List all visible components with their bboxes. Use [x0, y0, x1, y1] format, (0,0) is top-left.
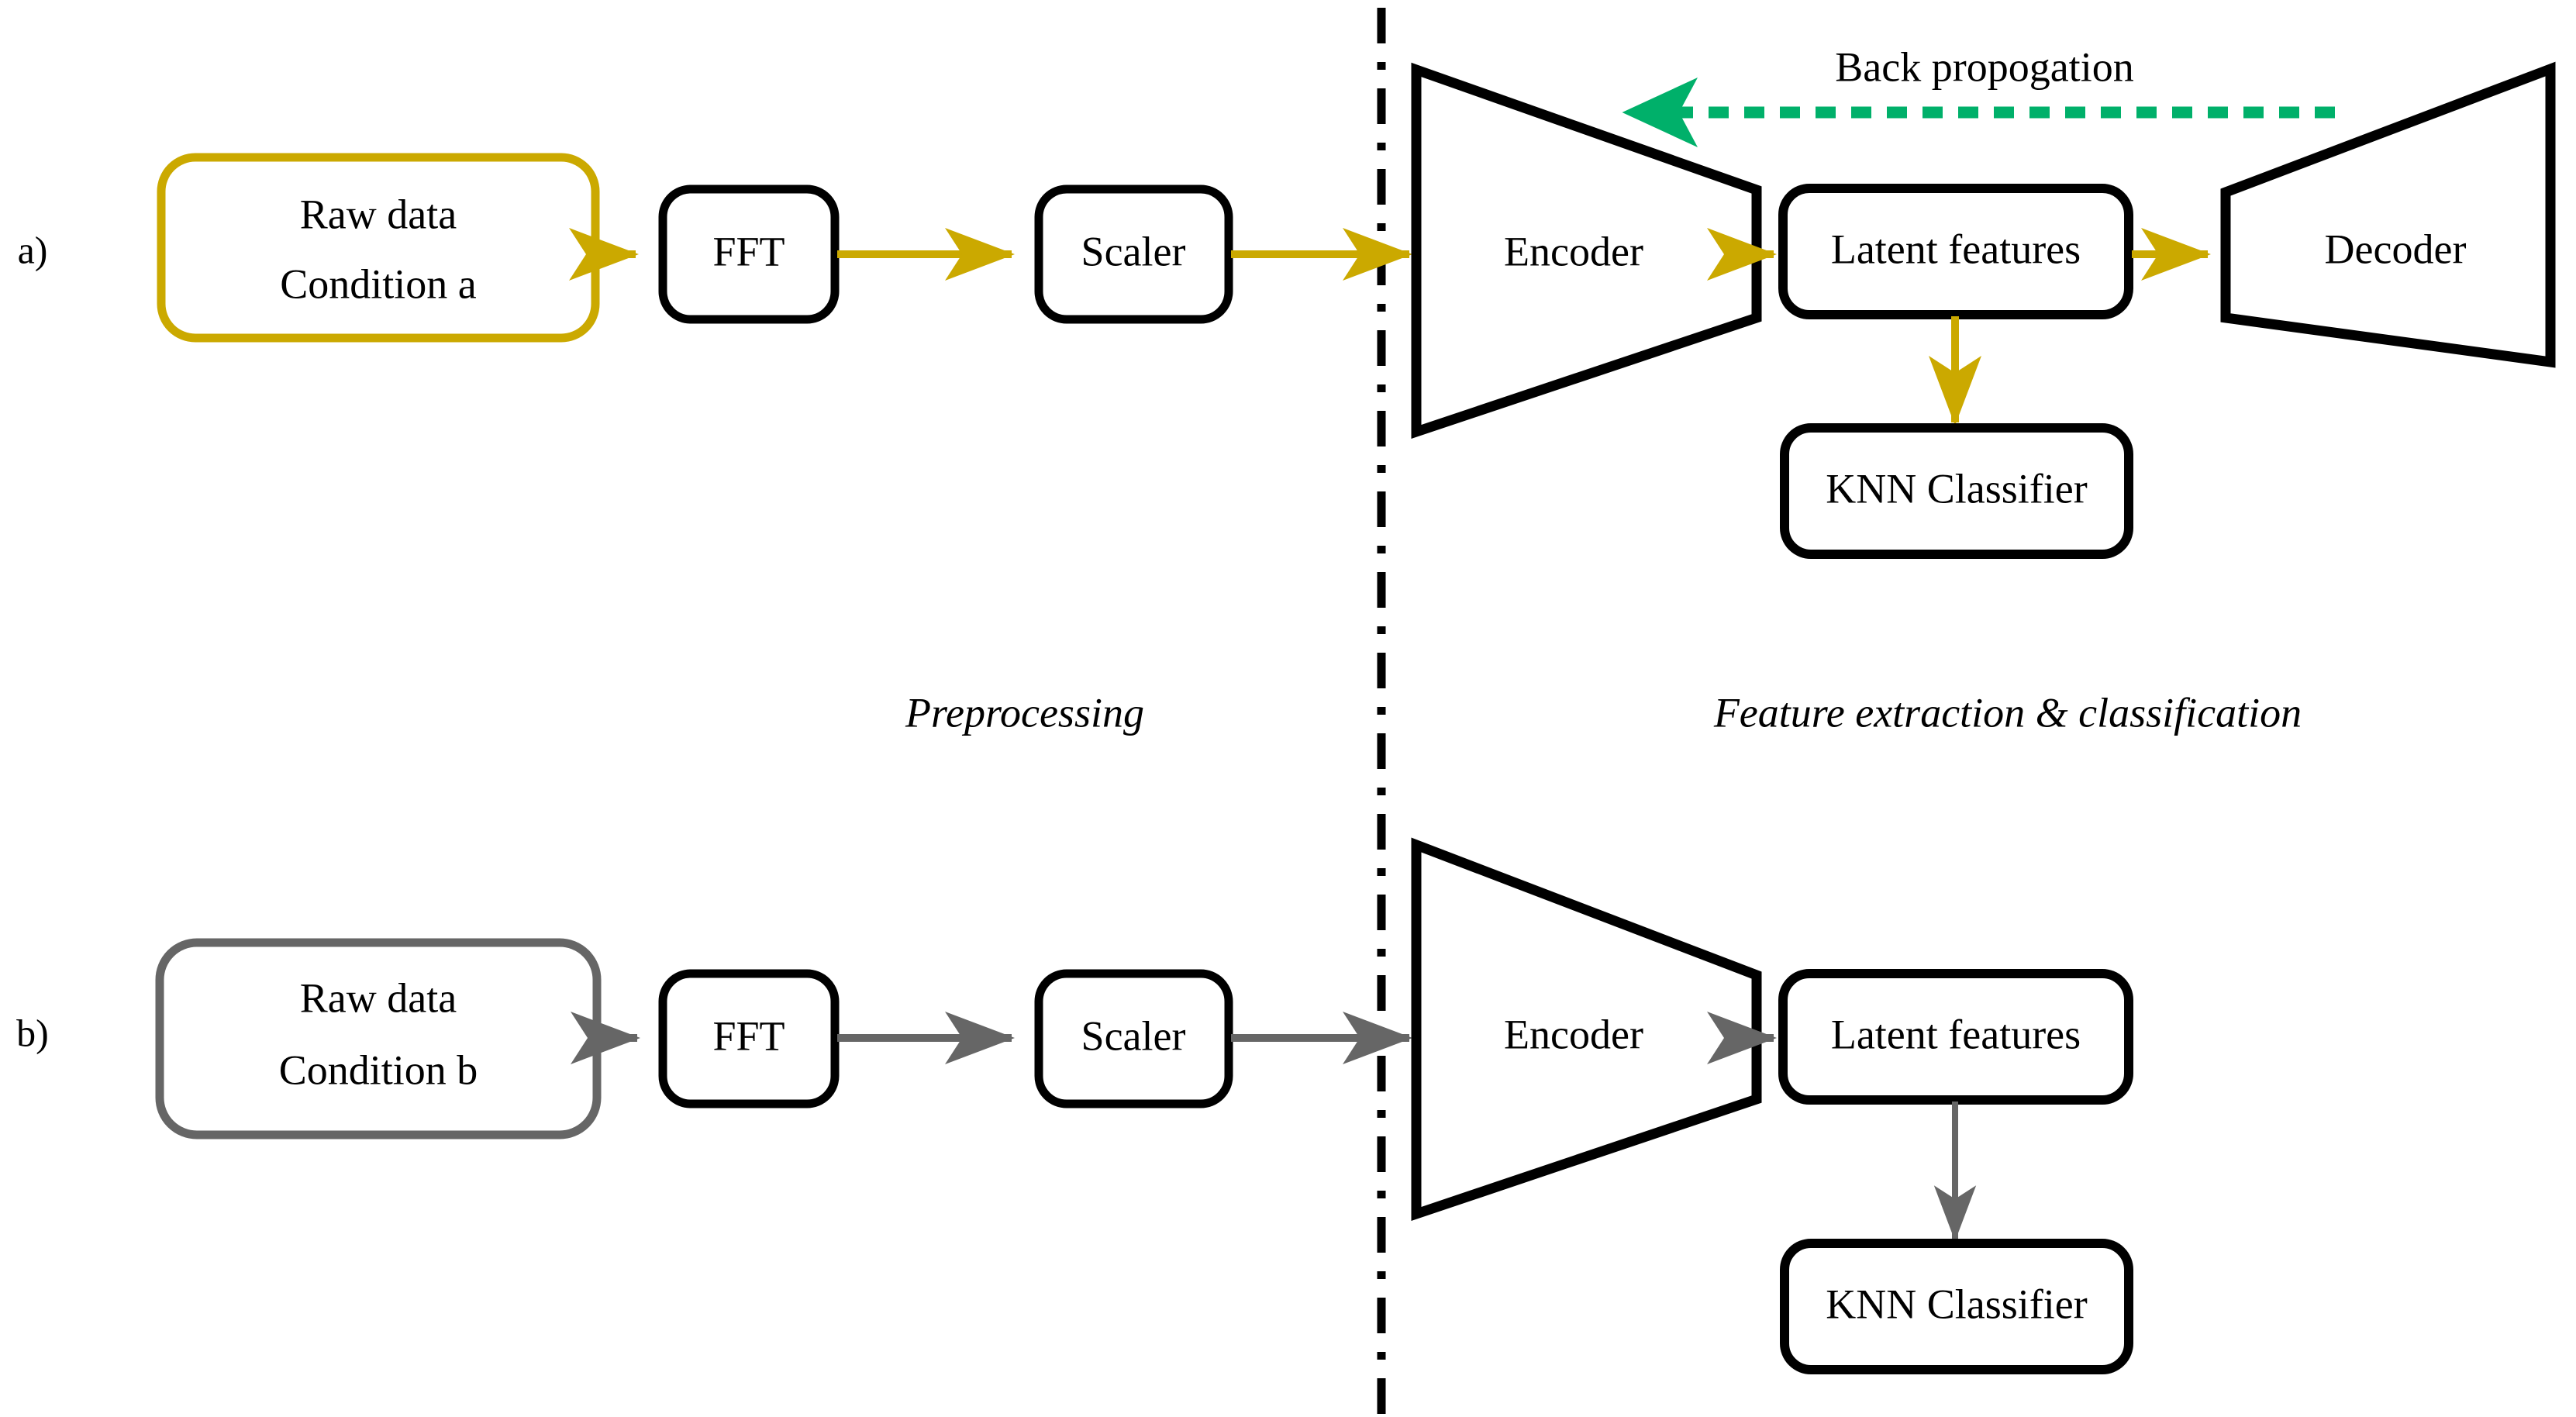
node-encoder-a[interactable]: [1411, 62, 1762, 440]
node-raw-data-b-line1: Raw data: [300, 974, 457, 1021]
node-knn-classifier-b[interactable]: [1780, 1239, 2133, 1374]
node-latent-features-a-label: Latent features: [1831, 226, 2081, 272]
node-raw-data-a-line1: Raw data: [300, 191, 457, 237]
node-latent-features-b-label: Latent features: [1831, 1011, 2081, 1057]
node-encoder-b-label: Encoder: [1504, 1011, 1643, 1057]
node-raw-data-a-line2: Condition a: [280, 260, 477, 307]
node-raw-data-b[interactable]: [155, 938, 602, 1139]
node-fft-a[interactable]: [658, 184, 840, 324]
label-back-propagation: Back propogation: [1835, 43, 2133, 90]
node-encoder-b[interactable]: [1411, 837, 1762, 1222]
caption-preprocessing: Preprocessing: [905, 689, 1144, 736]
node-knn-classifier-a[interactable]: [1780, 423, 2133, 559]
node-scaler-b[interactable]: [1034, 969, 1233, 1108]
node-decoder-a[interactable]: [2220, 61, 2556, 368]
caption-feature-extraction: Feature extraction & classification: [1713, 689, 2302, 736]
panel-letter-b: b): [16, 1011, 49, 1054]
node-fft-b-label: FFT: [712, 1012, 785, 1059]
node-encoder-a-label: Encoder: [1504, 228, 1643, 274]
node-knn-classifier-b-label: KNN Classifier: [1826, 1281, 2087, 1327]
node-decoder-a-label: Decoder: [2325, 226, 2467, 272]
node-latent-features-b[interactable]: [1778, 969, 2133, 1105]
node-raw-data-b-line2: Condition b: [279, 1046, 478, 1093]
node-scaler-a-label: Scaler: [1081, 228, 1186, 274]
panel-letter-a: a): [18, 228, 48, 271]
node-latent-features-a[interactable]: [1778, 184, 2133, 319]
node-fft-b[interactable]: [658, 969, 840, 1108]
node-knn-classifier-a-label: KNN Classifier: [1826, 465, 2087, 512]
node-fft-a-label: FFT: [712, 228, 785, 274]
node-scaler-b-label: Scaler: [1081, 1012, 1186, 1059]
node-raw-data-a[interactable]: [157, 153, 600, 343]
node-scaler-a[interactable]: [1034, 184, 1233, 324]
